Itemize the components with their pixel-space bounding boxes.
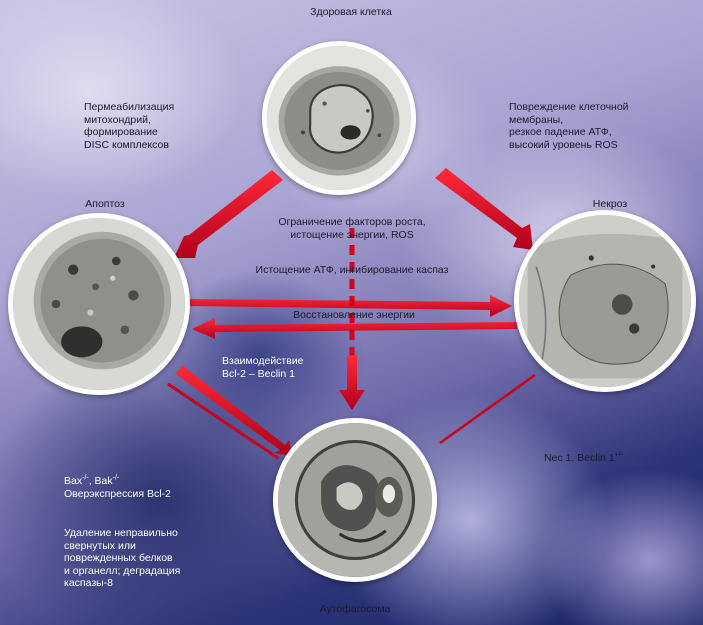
label-autophagosome: Аутофагосома: [319, 603, 391, 615]
arrow-healthy-to-necrosis: [435, 168, 533, 250]
label-healthy-cell: Здоровая клетка: [310, 6, 392, 18]
arrow-energy-restoration: [192, 318, 517, 339]
annotation-energy-restoration: Восстановление энергии: [293, 309, 415, 321]
autophagosome-micrograph: [278, 423, 432, 577]
apoptosis-cell-micrograph: [13, 218, 185, 390]
healthy-cell-micrograph: [267, 46, 411, 190]
annotation-protein-removal: Удаление неправильно свернутых или повре…: [64, 527, 181, 589]
arrow-apoptosis-to-autophagosome: [176, 365, 292, 456]
annotation-mitochondria: Пермеабилизация митохондрий, формировани…: [84, 101, 175, 151]
annotation-bax-bak: Bax-/-, Bak-/- Оверэкспрессия Bcl-2: [64, 474, 171, 500]
label-necrosis: Некроз: [592, 198, 628, 210]
annotation-nec1-beclin: Nec 1, Beclin 1+/-: [544, 451, 623, 465]
line-apoptosis-autophagosome-thin: [167, 382, 279, 460]
annotation-growth-factors: Ограничение факторов роста, истощение эн…: [278, 216, 426, 241]
label-apoptosis: Апоптоз: [85, 198, 125, 210]
healthy-cell-image: [262, 41, 416, 195]
line-necrosis-autophagosome-thin: [439, 373, 536, 445]
annotation-bcl-beclin: Взаимодействие Bcl-2 – Beclin 1: [222, 355, 304, 380]
necrosis-cell-micrograph: [519, 215, 691, 387]
necrosis-cell-image: [514, 210, 696, 392]
arrow-center-solid: [339, 355, 365, 410]
apoptosis-cell-image: [8, 213, 190, 395]
annotation-atp-depletion: Истощение АТФ, ингибирование каспаз: [255, 264, 449, 276]
arrow-apoptosis-to-necrosis: [186, 295, 512, 317]
autophagosome-image: [273, 418, 437, 582]
annotation-membrane-damage: Повреждение клеточной мембраны, резкое п…: [509, 101, 629, 151]
arrow-healthy-to-apoptosis: [174, 170, 283, 258]
